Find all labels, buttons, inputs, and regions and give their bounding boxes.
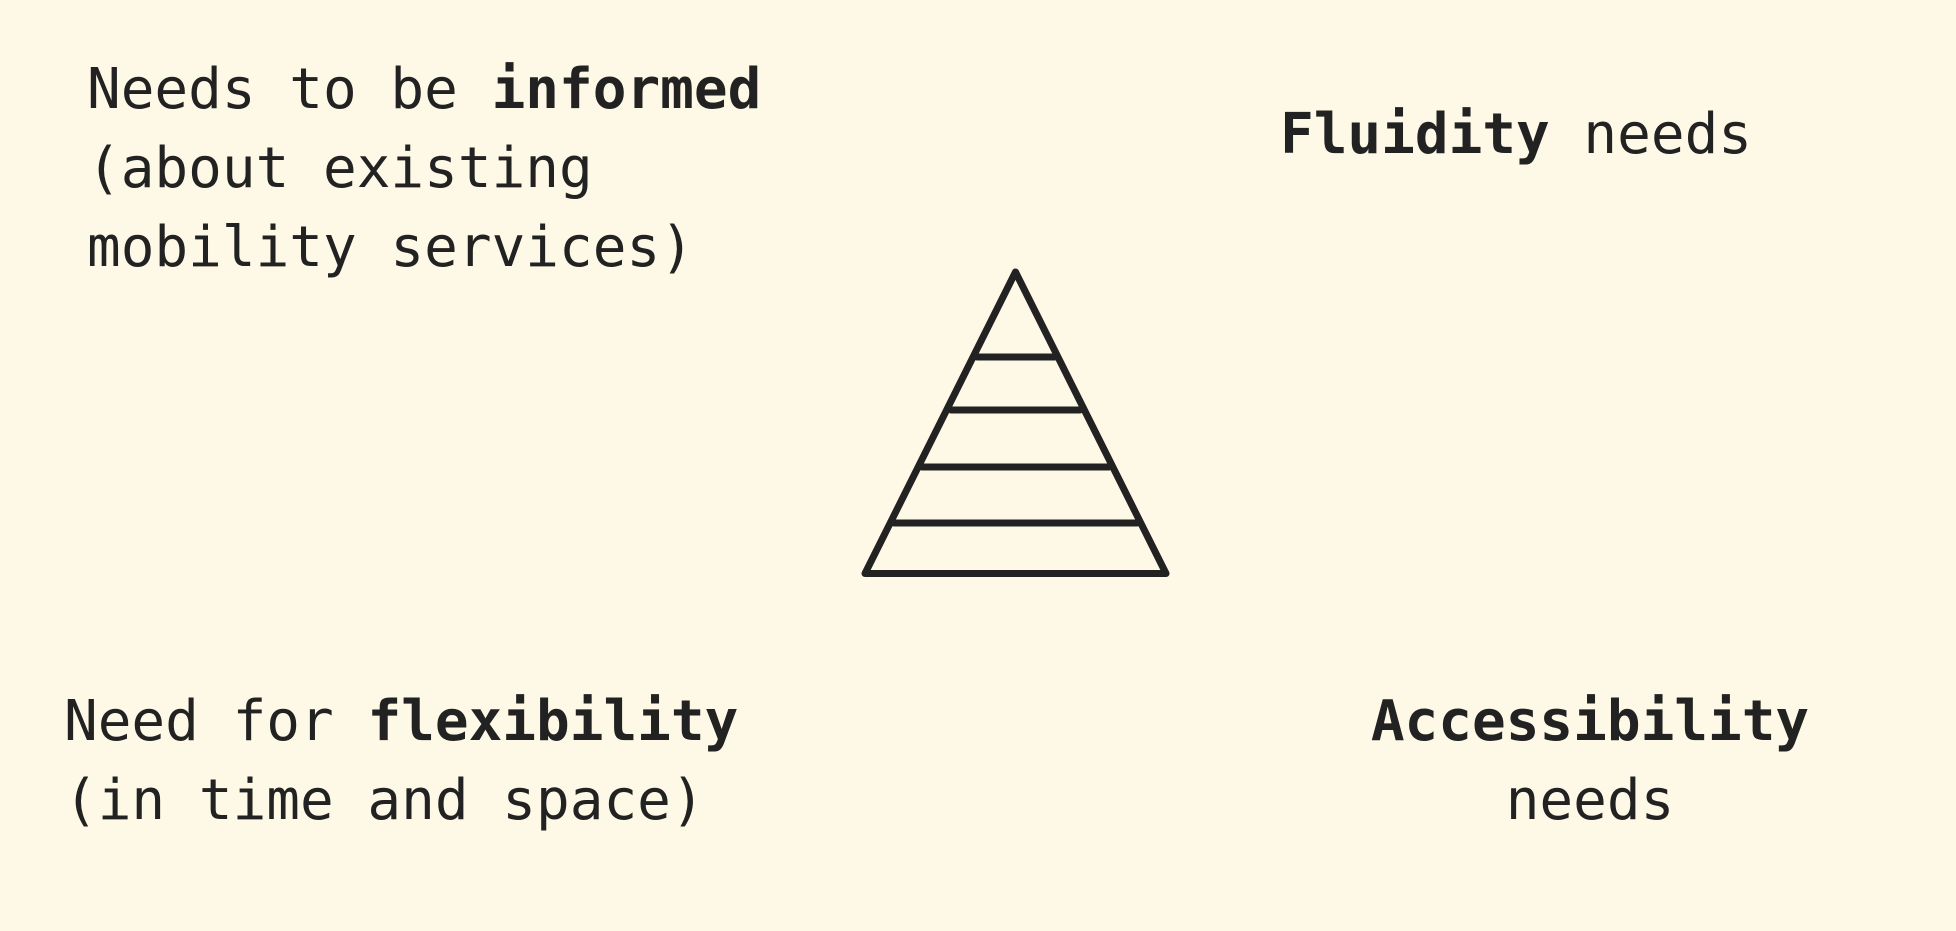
informed-line1-prefix: Needs to be bbox=[87, 57, 492, 122]
informed-needs-label: Needs to be informed (about existing mob… bbox=[87, 50, 761, 287]
accessibility-needs-label: Accessibility needs bbox=[1365, 682, 1815, 840]
informed-line2: (about existing bbox=[87, 136, 593, 201]
informed-keyword: informed bbox=[491, 57, 762, 122]
pyramid-outline bbox=[861, 268, 1170, 577]
flexibility-line1-prefix: Need for bbox=[64, 689, 368, 754]
flexibility-line2: (in time and space) bbox=[64, 768, 705, 833]
fluidity-keyword: Fluidity bbox=[1280, 102, 1550, 167]
flexibility-keyword: flexibility bbox=[367, 689, 739, 754]
fluidity-suffix: needs bbox=[1549, 102, 1753, 167]
fluidity-needs-label: Fluidity needs bbox=[1280, 95, 1752, 174]
accessibility-line2: needs bbox=[1505, 768, 1675, 833]
flexibility-needs-label: Need for flexibility (in time and space) bbox=[64, 682, 738, 840]
informed-line3: mobility services) bbox=[87, 215, 694, 280]
pyramid-icon bbox=[861, 268, 1170, 577]
accessibility-keyword: Accessibility bbox=[1370, 689, 1810, 754]
